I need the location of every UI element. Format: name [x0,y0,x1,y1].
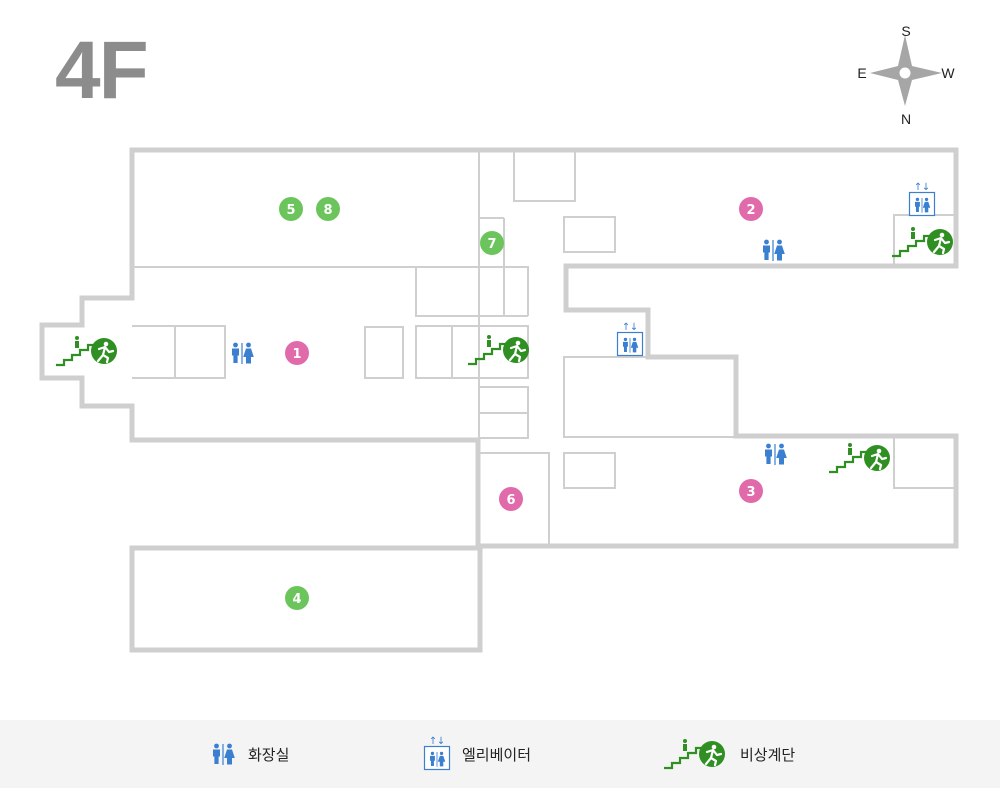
marker-8-label: 8 [323,203,332,218]
restroom-icon[interactable] [763,239,785,261]
floor-map: ↑ ↓ S E W N [39,23,959,653]
marker-6-label: 6 [506,493,515,508]
marker-5[interactable]: 5 [279,197,303,221]
marker-5-label: 5 [286,203,295,218]
emergency-stairs-icon [664,739,725,770]
emergency-stairs-icon[interactable] [54,334,119,367]
marker-1-label: 1 [292,347,301,362]
elevator-icon: ↑ ↓ [423,736,451,771]
legend-restroom: 화장실 [208,720,289,788]
compass-right: W [941,65,955,81]
emergency-stairs-icon[interactable] [890,225,955,258]
marker-2-label: 2 [746,203,755,218]
marker-7[interactable]: 7 [480,231,504,255]
elevator-icon[interactable] [910,182,935,216]
svg-text:↓: ↓ [437,736,445,747]
marker-4-label: 4 [292,592,301,607]
elevator-icon[interactable] [618,322,643,356]
interior-walls [131,150,956,546]
compass-left: E [857,65,866,81]
legend-stairs: 비상계단 [660,720,795,788]
marker-6[interactable]: 6 [499,487,523,511]
emergency-stairs-icon[interactable] [827,441,892,474]
marker-3-label: 3 [746,485,755,500]
svg-text:↑: ↑ [429,736,437,747]
floor-label: 4F [55,25,149,116]
compass-top: S [901,23,910,39]
marker-4[interactable]: 4 [285,586,309,610]
marker-3[interactable]: 3 [739,479,763,503]
marker-2[interactable]: 2 [739,197,763,221]
restroom-icon[interactable] [232,342,254,364]
legend-elevator: ↑ ↓ 엘리베이터 [422,720,531,788]
legend: 화장실 ↑ ↓ 엘리베이터 비상계단 [0,720,1000,788]
outer-walls [39,147,959,653]
legend-stairs-label: 비상계단 [740,745,796,764]
restroom-icon[interactable] [765,443,787,465]
compass: S E W N [857,23,955,127]
marker-7-label: 7 [487,237,496,252]
markers: 1 2 3 4 5 6 7 8 [279,197,763,610]
marker-8[interactable]: 8 [316,197,340,221]
emergency-stairs-icon[interactable] [466,333,531,366]
legend-restroom-label: 화장실 [248,745,290,764]
marker-1[interactable]: 1 [285,341,309,365]
compass-bottom: N [901,111,911,127]
legend-elevator-label: 엘리베이터 [462,745,532,764]
restroom-icon [213,743,235,765]
